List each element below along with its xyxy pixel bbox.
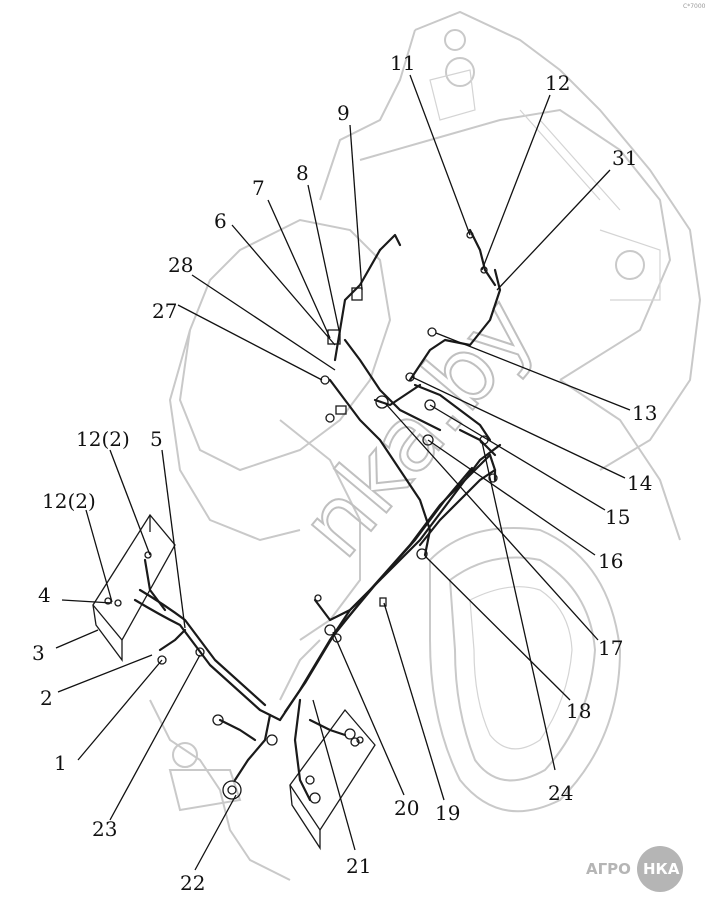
callout-16: 16 bbox=[598, 549, 623, 573]
callout-24: 24 bbox=[548, 781, 573, 805]
connectors bbox=[157, 231, 498, 804]
agronka-logo: АГРО НКА bbox=[586, 846, 683, 892]
callout-21: 21 bbox=[346, 854, 371, 878]
callout-4: 4 bbox=[38, 583, 51, 607]
callout-13: 13 bbox=[632, 401, 657, 425]
callout-23: 23 bbox=[92, 817, 117, 841]
leader-lines bbox=[55, 74, 631, 871]
logo-left-text: АГРО bbox=[586, 860, 631, 878]
logo-right-text: НКА bbox=[643, 860, 680, 878]
callout-19: 19 bbox=[435, 801, 460, 825]
callout-12: 12 bbox=[545, 71, 570, 95]
callout-22: 22 bbox=[180, 871, 205, 895]
callout-20: 20 bbox=[394, 796, 419, 820]
callout-15: 15 bbox=[605, 505, 630, 529]
watermark-text: nka.by bbox=[281, 278, 555, 577]
callout-2: 2 bbox=[40, 686, 53, 710]
callout-12-2-upper: 12(2) bbox=[76, 427, 130, 451]
callout-28: 28 bbox=[168, 253, 193, 277]
callout-31: 31 bbox=[612, 146, 637, 170]
callout-3: 3 bbox=[32, 641, 45, 665]
battery-left bbox=[92, 513, 176, 662]
callout-labels: 11 12 31 9 8 7 6 28 27 13 14 15 16 17 18… bbox=[32, 51, 657, 895]
callout-9: 9 bbox=[337, 101, 350, 125]
logo-circle bbox=[637, 846, 683, 892]
callout-1: 1 bbox=[54, 751, 67, 775]
callout-6: 6 bbox=[214, 209, 227, 233]
corner-mark: C*7000 bbox=[683, 3, 706, 10]
callout-18: 18 bbox=[566, 699, 591, 723]
callout-5: 5 bbox=[150, 427, 163, 451]
callout-17: 17 bbox=[598, 636, 623, 660]
callout-7: 7 bbox=[252, 176, 265, 200]
callout-8: 8 bbox=[296, 161, 309, 185]
callout-11: 11 bbox=[390, 51, 415, 75]
callout-12-2-lower: 12(2) bbox=[42, 489, 96, 513]
callout-27: 27 bbox=[152, 299, 177, 323]
watermark: nka.by bbox=[280, 277, 556, 578]
callout-14: 14 bbox=[627, 471, 652, 495]
machine-outline bbox=[149, 10, 702, 881]
battery-bottom bbox=[289, 708, 376, 851]
